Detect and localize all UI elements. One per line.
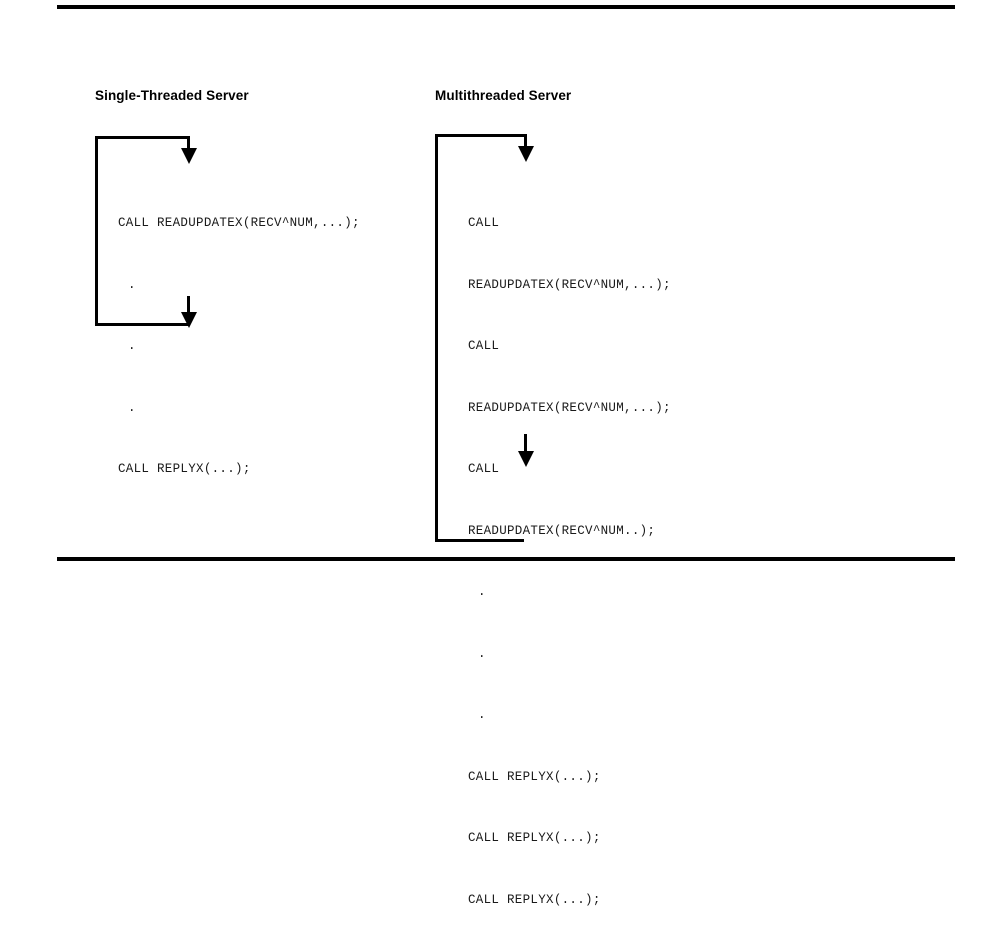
page-rule-bottom	[57, 557, 955, 561]
code-line: CALL READUPDATEX(RECV^NUM,...);	[118, 216, 360, 230]
loop-bracket-multithreaded	[435, 134, 524, 542]
code-line: .	[128, 339, 136, 353]
code-line: .	[128, 277, 136, 292]
code-line: .	[128, 400, 136, 415]
code-line: CALL REPLYX(...);	[118, 462, 251, 476]
panel-title-single-threaded: Single-Threaded Server	[95, 88, 249, 103]
code-line: .	[478, 585, 486, 599]
arrow-stem	[524, 434, 527, 454]
arrow-head	[181, 312, 197, 328]
code-block-single-threaded: CALL READUPDATEX(RECV^NUM,...); . . . CA…	[118, 172, 360, 521]
arrow-head	[181, 148, 197, 164]
arrow-stem	[524, 134, 527, 148]
arrow-head	[518, 451, 534, 467]
code-line: CALL	[468, 339, 500, 353]
code-line: READUPDATEX(RECV^NUM,...);	[468, 277, 671, 292]
arrow-stem	[187, 296, 190, 314]
code-line: CALL REPLYX(...);	[468, 769, 601, 784]
code-line: READUPDATEX(RECV^NUM..);	[468, 523, 656, 538]
code-line: CALL	[468, 462, 500, 476]
code-line: READUPDATEX(RECV^NUM,...);	[468, 400, 671, 415]
panel-title-multithreaded: Multithreaded Server	[435, 88, 572, 103]
loop-bracket-single-threaded	[95, 136, 188, 326]
page-rule-top	[57, 5, 955, 9]
code-line: CALL REPLYX(...);	[468, 892, 601, 907]
figure-canvas: Single-Threaded Server CALL READUPDATEX(…	[95, 88, 671, 907]
code-line: .	[478, 646, 486, 661]
arrow-head	[518, 146, 534, 162]
arrow-stem	[187, 136, 190, 150]
code-line: CALL	[468, 216, 500, 230]
code-line: .	[478, 708, 486, 722]
code-line: CALL REPLYX(...);	[468, 831, 601, 845]
code-block-multithreaded: CALL READUPDATEX(RECV^NUM,...); CALL REA…	[468, 172, 671, 951]
